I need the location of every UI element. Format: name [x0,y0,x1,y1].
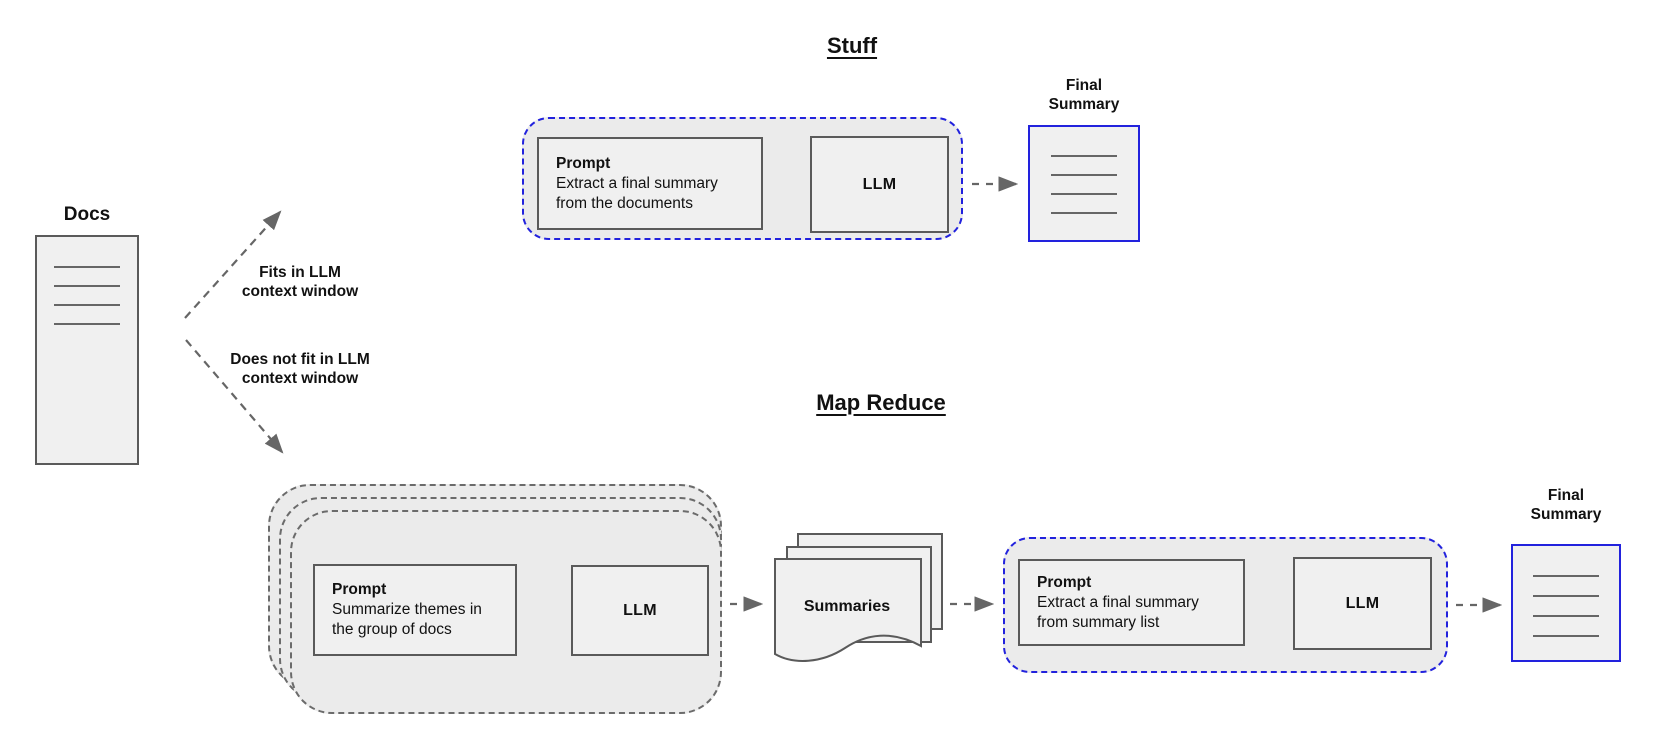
map-final-summary-label: Final Summary [1530,487,1602,523]
stuff-prompt-body: Extract a final summary from the documen… [556,174,718,212]
map-prompt-box: Prompt Summarize themes in the group of … [313,564,517,656]
stuff-llm-box: LLM [810,136,949,233]
stuff-prompt-box: Prompt Extract a final summary from the … [537,137,763,230]
doc-line [54,266,120,268]
stuff-title: Stuff [826,33,878,58]
map-llm-box: LLM [571,565,709,656]
doc-line [1533,635,1599,637]
doc-line [1051,212,1117,214]
doc-line [1051,155,1117,157]
doc-line [54,304,120,306]
summaries-page-front [774,558,922,662]
map-reduce-title: Map Reduce [816,390,946,415]
doc-line [54,285,120,287]
summaries-page-shape [774,558,922,662]
reduce-prompt-title: Prompt [1037,573,1092,591]
map-final-summary-document [1511,544,1621,662]
doc-line [1051,174,1117,176]
doc-line [1051,193,1117,195]
reduce-prompt-box: Prompt Extract a final summary from summ… [1018,559,1245,646]
doc-line [1533,615,1599,617]
doc-line [54,323,120,325]
map-prompt-body: Summarize themes in the group of docs [332,601,482,638]
docs-label: Docs [63,204,111,225]
docs-document [35,235,139,465]
stuff-final-summary-label: Final Summary [1048,77,1120,113]
doc-line [1533,575,1599,577]
branch-label-does-not-fit: Does not fit in LLM context window [230,351,370,387]
branch-label-fits: Fits in LLM context window [241,264,359,300]
doc-line [1533,595,1599,597]
reduce-prompt-body: Extract a final summary from summary lis… [1037,593,1199,631]
stuff-final-summary-document [1028,125,1140,242]
summaries-label: Summaries [803,598,891,615]
map-prompt-title: Prompt [332,581,387,598]
stuff-prompt-title: Prompt [556,154,611,172]
reduce-llm-box: LLM [1293,557,1432,650]
